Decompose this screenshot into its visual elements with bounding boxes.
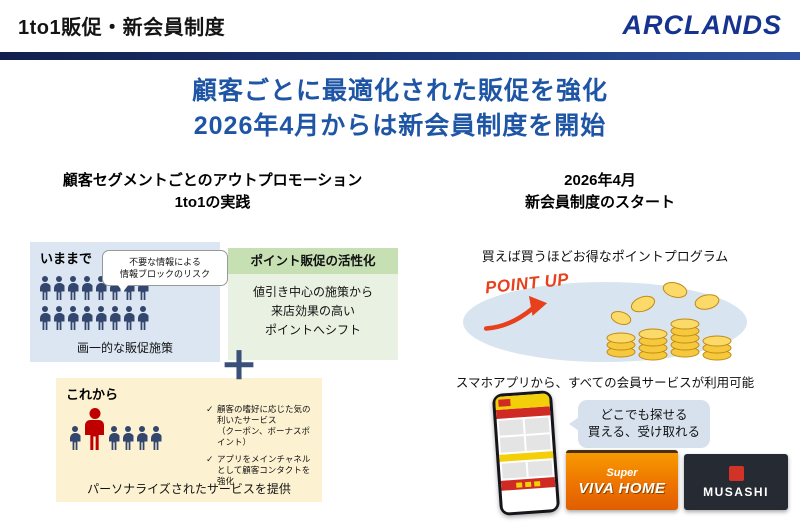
person-icon (40, 306, 51, 330)
imamade-label: いままで (40, 251, 93, 266)
hero-line-1: 顧客ごとに最適化された販促を強化 (191, 77, 608, 105)
musashi-logo-icon (728, 465, 744, 481)
person-icon (138, 306, 149, 330)
check-item-1: 顧客の嗜好に応じた気の利いたサービス （クーポン、ボーナスポイント） (206, 404, 316, 448)
left-column-heading: 顧客セグメントごとのアウトプロモーション 1to1の実践 (15, 170, 410, 214)
viva-home-sign: Super VIVA HOME (566, 450, 678, 510)
left-heading-line-2: 1to1の実践 (174, 194, 251, 211)
korekara-people-row (68, 404, 163, 450)
musashi-sign: MUSASHI (684, 454, 788, 510)
person-icon (40, 276, 51, 300)
hero-heading: 顧客ごとに最適化された販促を強化 2026年4月からは新会員制度を開始 (0, 74, 800, 144)
right-heading-line-2: 新会員制度のスタート (524, 194, 675, 211)
korekara-caption: パーソナライズされたサービスを提供 (87, 482, 291, 496)
app-availability-text: スマホアプリから、すべての会員サービスが利用可能 (455, 376, 755, 390)
person-icon (110, 306, 121, 330)
highlighted-person-icon (85, 408, 104, 450)
person-icon (96, 306, 107, 330)
anywhere-bubble: どこでも探せる 買える、受け取れる (569, 400, 710, 448)
person-icon (54, 276, 65, 300)
point-box-title: ポイント販促の活性化 (228, 248, 398, 274)
app-screen (495, 393, 557, 513)
right-heading-line-1: 2026年4月 (564, 172, 636, 189)
check-item-2: アプリをメインチャネルとして顧客コンタクトを強化 (206, 454, 316, 487)
imamade-box: いままで 不要な情報による 情報ブロックのリスク 画一的な販促施策 (30, 242, 228, 362)
person-icon (137, 426, 148, 450)
plus-icon: ＋ (220, 345, 258, 386)
left-heading-line-1: 顧客セグメントごとのアウトプロモーション (62, 172, 363, 189)
hero-line-2: 2026年4月からは新会員制度を開始 (193, 112, 607, 140)
header-divider (0, 52, 800, 60)
person-icon (124, 306, 135, 330)
person-icon (68, 276, 79, 300)
korekara-checklist: 顧客の嗜好に応じた気の利いたサービス （クーポン、ボーナスポイント） アプリをメ… (206, 404, 316, 493)
person-icon (70, 426, 81, 450)
person-icon (151, 426, 162, 450)
person-icon (109, 426, 120, 450)
point-program-text: 買えば買うほどお得なポイントプログラム (481, 249, 729, 264)
person-icon (54, 306, 65, 330)
info-block-risk-bubble: 不要な情報による 情報ブロックのリスク (102, 250, 228, 292)
point-up-illustration: POINT UP (455, 266, 755, 368)
page-title: 1to1販促・新会員制度 (18, 17, 226, 39)
person-icon (82, 276, 93, 300)
person-icon (68, 306, 79, 330)
viva-home-label: VIVA HOME (578, 479, 666, 497)
point-promotion-box: ポイント販促の活性化 値引き中心の施策から 来店効果の高い ポイントへシフト (228, 248, 398, 360)
korekara-box: これから 顧客の嗜好に応じた気の利いたサービス （クーポン、ボーナスポイント） … (56, 378, 322, 502)
person-icon (123, 426, 134, 450)
korekara-label: これから (66, 387, 119, 402)
person-icon (82, 306, 93, 330)
arclands-logo: ARCLANDS (622, 10, 782, 40)
up-arrow-icon (483, 295, 548, 331)
smartphone-image (491, 390, 561, 516)
point-box-body: 値引き中心の施策から 来店効果の高い ポイントへシフト (252, 285, 373, 337)
viva-super-label: Super (606, 466, 638, 479)
musashi-label: MUSASHI (703, 484, 769, 499)
imamade-caption: 画一的な販促施策 (76, 341, 173, 355)
people-row-2 (38, 306, 150, 330)
coins-icon (606, 282, 732, 361)
app-product-grid (497, 415, 553, 455)
right-column-heading: 2026年4月 新会員制度のスタート (420, 170, 780, 214)
